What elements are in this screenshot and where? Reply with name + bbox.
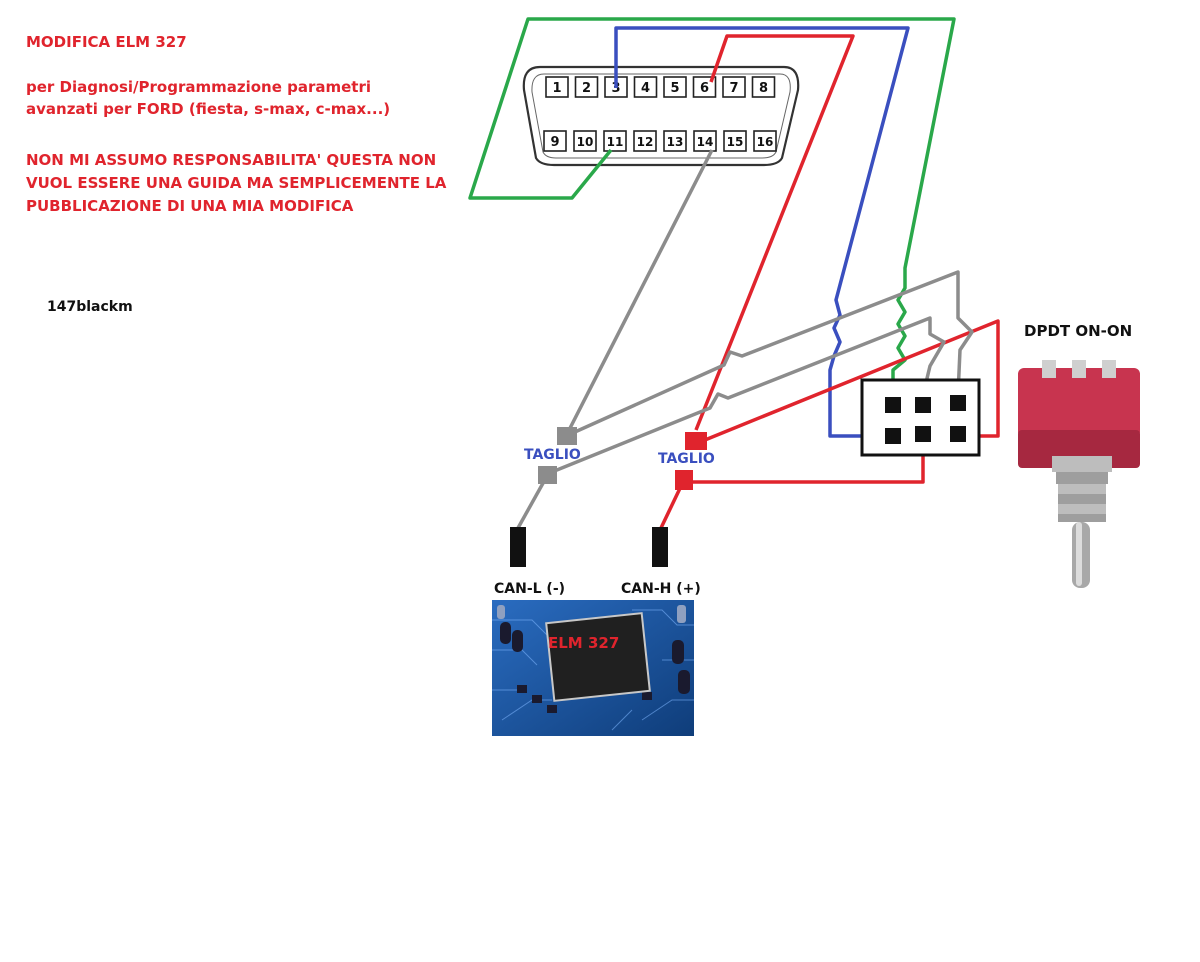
cut-label-right: TAGLIO [658, 451, 715, 467]
obd-pin-label: 7 [729, 81, 738, 96]
obd-pin-box [692, 76, 717, 98]
obd-pin-box [574, 76, 599, 98]
can-l-terminal [510, 527, 526, 567]
disclaimer-line-2: VUOL ESSERE UNA GUIDA MA SEMPLICEMENTE L… [26, 174, 447, 192]
disclaimer-line-3: PUBBLICAZIONE DI UNA MIA MODIFICA [26, 197, 354, 215]
obd-pins-top: 1 2 3 4 5 6 7 8 [545, 76, 776, 98]
gray-wire-switch-right [565, 270, 974, 438]
obd-pin-label: 11 [607, 135, 624, 149]
switch-terminal-top-left [885, 397, 901, 413]
cut-point-gray-lower [538, 466, 557, 484]
obd-pin-label: 9 [550, 135, 559, 150]
obd-pin-label: 4 [641, 81, 650, 96]
obd-pin-box [573, 130, 597, 152]
obd-pin-label: 5 [670, 81, 679, 96]
obd-pin-label: 8 [759, 81, 768, 96]
obd-pin-box [693, 130, 717, 152]
obd-pin-label: 3 [611, 81, 620, 96]
gray-wire-pin14 [564, 149, 714, 437]
obd-pin-label: 15 [727, 135, 744, 149]
obd-pin-box [751, 76, 776, 98]
elm327-board-image [492, 600, 694, 736]
red-wire-pin6 [694, 34, 855, 431]
cut-label-left: TAGLIO [524, 447, 581, 463]
obd-pin-box [663, 76, 687, 98]
can-h-label: CAN-H (+) [621, 581, 701, 597]
obd-pins-bottom: 9 10 11 12 13 14 15 16 [543, 130, 777, 152]
obd-pin-label: 13 [667, 135, 684, 149]
can-h-terminal [652, 527, 668, 567]
diagram-title: MODIFICA ELM 327 [26, 33, 187, 51]
author-name: 147blackm [47, 299, 133, 315]
blue-wire [614, 26, 910, 438]
disclaimer-line-1: NON MI ASSUMO RESPONSABILITA' QUESTA NON [26, 151, 437, 169]
obd-pin-box [543, 130, 567, 152]
dpdt-switch-label: DPDT ON-ON [1024, 322, 1133, 340]
gray-wire-switch-middle [546, 316, 946, 476]
cut-point-gray-upper [557, 427, 577, 445]
switch-terminal-bottom-right [950, 426, 966, 442]
obd-pin-label: 2 [582, 81, 591, 96]
dpdt-toggle-switch-image [1018, 360, 1140, 588]
obd-pin-box [753, 130, 777, 152]
subtitle-line-1: per Diagnosi/Programmazione parametri [26, 78, 371, 96]
obd-pin-label: 10 [577, 135, 594, 149]
subtitle-line-2: avanzati per FORD (fiesta, s-max, c-max.… [26, 100, 391, 118]
switch-terminal-top-middle [915, 397, 931, 413]
gray-wire-canl-lead [516, 475, 549, 529]
obd-pin-box [722, 76, 746, 98]
cut-point-red-upper [685, 432, 707, 450]
obd-pin-box [633, 130, 657, 152]
obd-pin-label: 1 [552, 81, 561, 96]
cut-point-red-lower [675, 470, 693, 490]
elm327-chip [545, 612, 651, 702]
dpdt-switch-box [860, 378, 981, 457]
elm327-chip-label: ELM 327 [548, 634, 620, 652]
switch-terminal-bottom-left [885, 428, 901, 444]
switch-terminal-top-right [950, 395, 966, 411]
obd-pin-label: 16 [757, 135, 774, 149]
obd-pin-box [723, 130, 747, 152]
switch-terminal-bottom-middle [915, 426, 931, 442]
green-wire [468, 17, 956, 395]
obd-pin-box [663, 130, 687, 152]
obd-pin-box [603, 130, 627, 152]
can-l-label: CAN-L (-) [494, 581, 566, 597]
obd-pin-box [633, 76, 658, 98]
obd-pin-label: 14 [697, 135, 714, 149]
obd-pin-label: 6 [700, 81, 709, 96]
obd-pin-box [545, 76, 569, 98]
obd-pin-label: 12 [637, 135, 654, 149]
